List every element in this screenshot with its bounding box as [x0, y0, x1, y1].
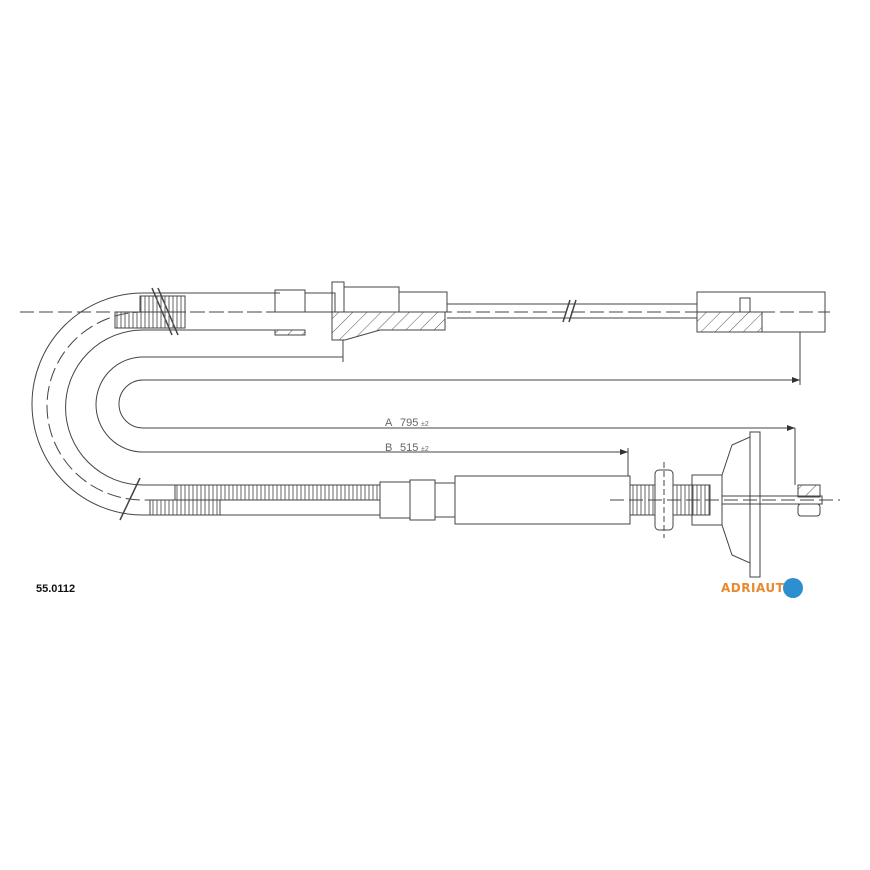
dim-line-a-path	[118, 379, 800, 431]
sheath-outer	[31, 292, 380, 516]
dim-line-inner	[95, 356, 628, 455]
brand-logo-icon	[783, 578, 804, 598]
dimension-a-letter: A	[385, 417, 393, 429]
sheath-center	[46, 311, 380, 501]
dimension-b-label: B 515 ±2	[385, 442, 429, 454]
dimension-b-letter: B	[385, 442, 392, 454]
dimension-a-label: A 795 ±2	[385, 417, 429, 429]
dimension-a-value: 795	[400, 417, 418, 429]
brand-logo: ADRIAUT	[721, 578, 804, 598]
part-number: 55.0112	[36, 583, 76, 595]
dimension-b-value: 515	[400, 442, 418, 454]
dimension-a-tolerance: ±2	[421, 421, 429, 428]
dimension-b-tolerance: ±2	[421, 446, 429, 453]
brand-name: ADRIAUT	[721, 581, 785, 595]
sheath-inner	[65, 329, 380, 486]
